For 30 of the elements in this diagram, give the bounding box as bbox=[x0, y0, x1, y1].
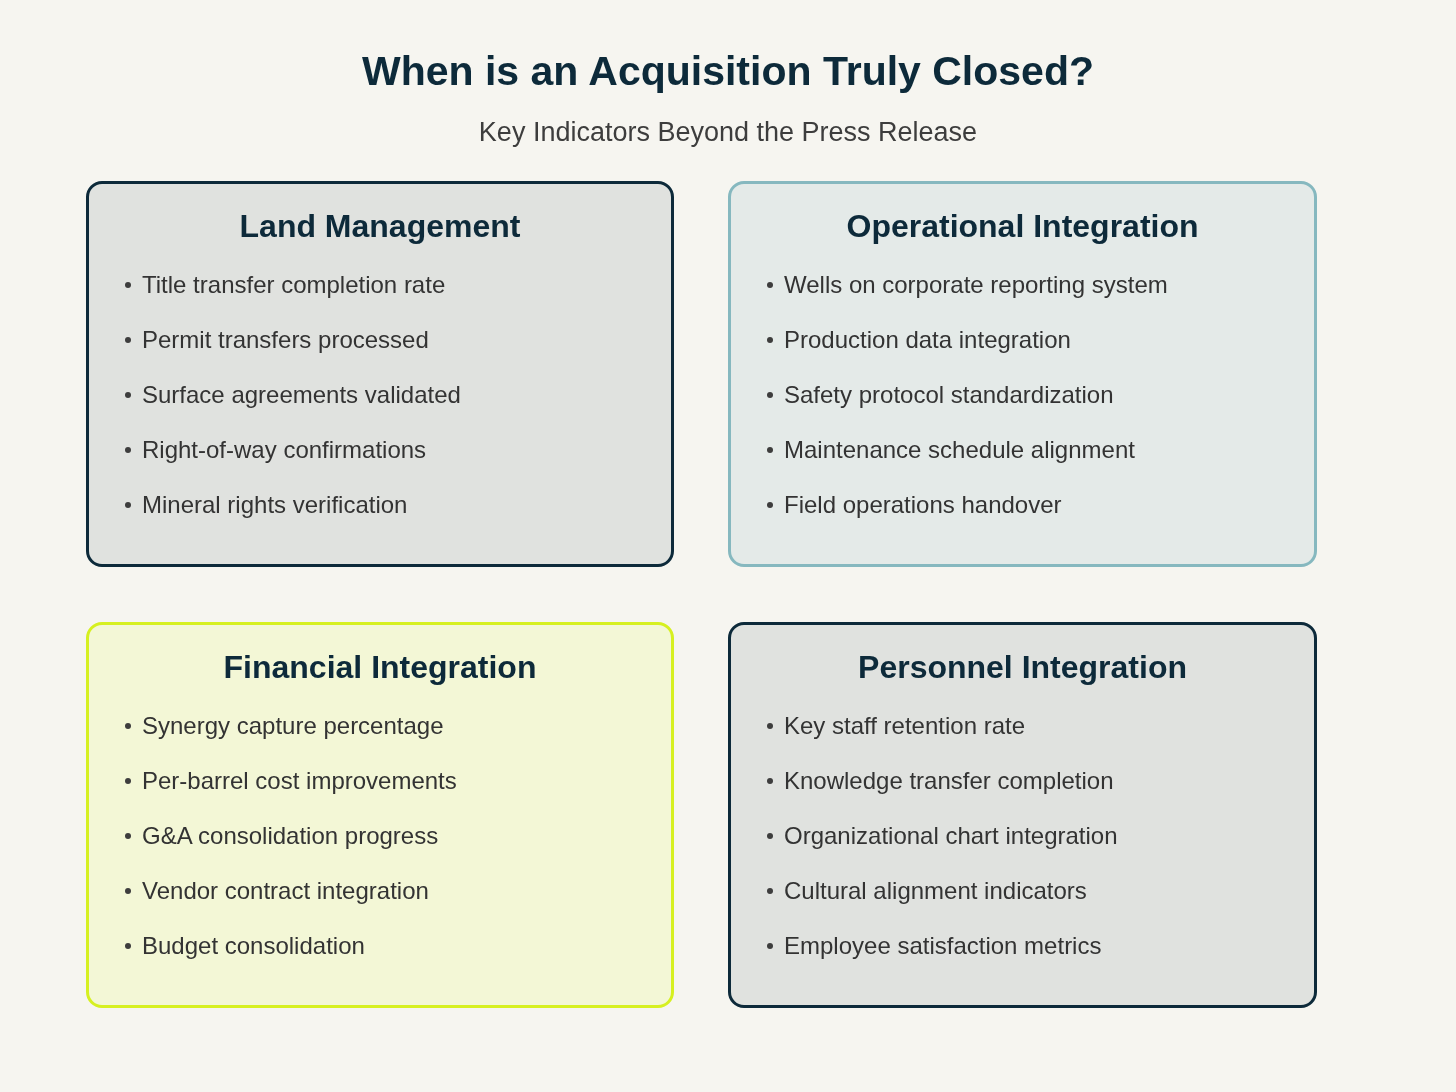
indicator-text: Surface agreements validated bbox=[142, 380, 461, 410]
indicator-text: Title transfer completion rate bbox=[142, 270, 446, 300]
indicator-text: Cultural alignment indicators bbox=[784, 876, 1087, 906]
card-heading: Land Management bbox=[239, 208, 521, 244]
indicator-text: Safety protocol standardization bbox=[784, 380, 1114, 410]
card-heading: Operational Integration bbox=[846, 208, 1199, 244]
indicator-text: Organizational chart integration bbox=[784, 821, 1118, 851]
diagram-title: When is an Acquisition Truly Closed? bbox=[362, 48, 1094, 94]
card-heading: Financial Integration bbox=[223, 649, 537, 685]
category-card bbox=[86, 181, 674, 567]
category-card bbox=[728, 622, 1317, 1008]
indicator-text: Wells on corporate reporting system bbox=[784, 270, 1168, 300]
indicator-text: Knowledge transfer completion bbox=[784, 766, 1114, 796]
indicator-text: Employee satisfaction metrics bbox=[784, 931, 1102, 961]
indicator-text: Production data integration bbox=[784, 325, 1071, 355]
indicator-text: G&A consolidation progress bbox=[142, 821, 439, 851]
indicator-text: Right-of-way confirmations bbox=[142, 435, 427, 465]
category-card bbox=[86, 622, 674, 1008]
indicator-text: Synergy capture percentage bbox=[142, 711, 444, 741]
card-heading: Personnel Integration bbox=[858, 649, 1187, 685]
indicator-text: Per-barrel cost improvements bbox=[142, 766, 457, 796]
category-card bbox=[728, 181, 1317, 567]
indicator-text: Budget consolidation bbox=[142, 931, 365, 961]
indicator-text: Vendor contract integration bbox=[142, 876, 429, 906]
indicator-text: Mineral rights verification bbox=[142, 490, 408, 520]
subtitle: Key Indicators Beyond the Press Release bbox=[478, 117, 978, 147]
indicator-text: Maintenance schedule alignment bbox=[784, 435, 1135, 465]
indicator-text: Field operations handover bbox=[784, 490, 1062, 520]
indicator-text: Permit transfers processed bbox=[142, 325, 429, 355]
indicator-text: Key staff retention rate bbox=[784, 711, 1026, 741]
